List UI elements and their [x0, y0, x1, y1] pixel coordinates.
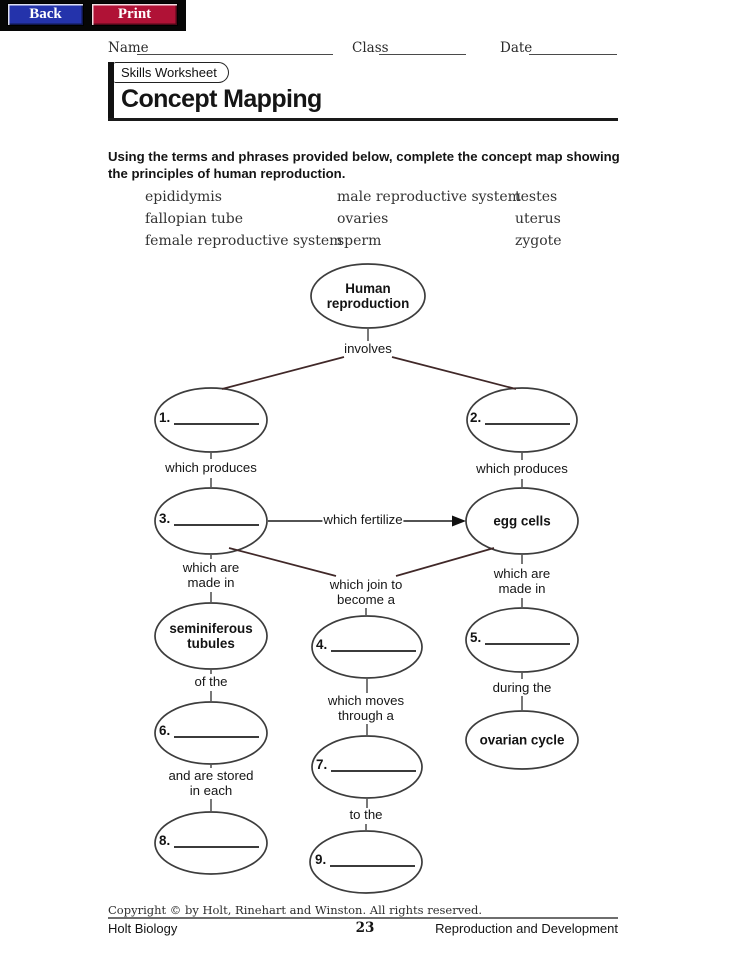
ellipse-blank-2 [466, 387, 578, 453]
blank-line [331, 638, 416, 652]
class-label: Class [352, 40, 389, 56]
concept-map-ellipses [154, 263, 579, 894]
ellipse-blank-9 [309, 830, 423, 894]
blank-node-3: 3. [159, 511, 259, 526]
ellipse-blank-7 [311, 735, 423, 799]
ellipse-blank-8 [154, 811, 268, 875]
blank-node-5: 5. [470, 630, 570, 645]
blank-line [330, 853, 415, 867]
label-of-the: of the [194, 674, 228, 689]
blank-line [174, 834, 259, 848]
name-label: Name [108, 40, 149, 56]
node-egg-cells: egg cells [493, 513, 551, 529]
ellipse-human-reproduction [310, 263, 426, 329]
node-ovarian-cycle: ovarian cycle [479, 732, 565, 748]
blank-node-9: 9. [315, 852, 415, 867]
word-bank-item: fallopian tube [145, 211, 244, 227]
name-blank-line [137, 53, 333, 55]
blank-line [174, 411, 259, 425]
blank-line [331, 758, 416, 772]
worksheet-tag: Skills Worksheet [114, 62, 229, 83]
label-to-the: to the [349, 807, 383, 822]
branch-lines [221, 356, 517, 577]
arrowhead-icon [452, 515, 466, 527]
word-bank-item: zygote [515, 233, 562, 249]
blank-number: 5. [470, 630, 482, 645]
footer-copyright: Copyright © by Holt, Rinehart and Winsto… [108, 903, 483, 917]
blank-line [485, 631, 570, 645]
back-button[interactable]: Back [7, 3, 84, 26]
footer-rule [108, 917, 618, 919]
word-bank-item: female reproductive system [145, 233, 343, 249]
node-seminiferous-tubules: seminiferous tubules [169, 621, 253, 651]
word-bank-item: uterus [515, 211, 561, 227]
page-title: Concept Mapping [121, 85, 322, 113]
blank-number: 3. [159, 511, 171, 526]
blank-line [174, 724, 259, 738]
ellipse-blank-5 [465, 607, 579, 673]
ellipse-blank-3 [154, 487, 268, 555]
label-involves: involves [344, 341, 392, 356]
ellipse-blank-4 [311, 615, 423, 679]
toolbar: Back Print [0, 0, 186, 31]
blank-number: 8. [159, 833, 171, 848]
connector-lines [210, 329, 523, 830]
instructions: Using the terms and phrases provided bel… [108, 149, 620, 181]
footer-chapter-title: Reproduction and Development [435, 921, 618, 936]
word-bank-item: sperm [337, 233, 382, 249]
blank-number: 9. [315, 852, 327, 867]
blank-node-8: 8. [159, 833, 259, 848]
label-which-join-to-become-a: which join to become a [329, 577, 403, 607]
label-which-produces-right: which produces [476, 461, 568, 476]
blank-line [485, 411, 570, 425]
title-rule [108, 118, 618, 121]
label-which-are-made-in-right: which are made in [493, 566, 551, 596]
ellipse-blank-1 [154, 387, 268, 453]
label-which-fertilize: which fertilize [322, 512, 404, 528]
print-button[interactable]: Print [91, 3, 178, 26]
footer-book-title: Holt Biology [108, 921, 178, 936]
blank-line [174, 512, 259, 526]
footer-page-number: 23 [355, 920, 375, 936]
blank-node-4: 4. [316, 637, 416, 652]
ellipse-ovarian-cycle [465, 710, 579, 770]
blank-number: 1. [159, 410, 171, 425]
blank-node-7: 7. [316, 757, 416, 772]
blank-number: 6. [159, 723, 171, 738]
label-which-are-made-in-left: which are made in [182, 560, 240, 590]
blank-node-1: 1. [159, 410, 259, 425]
label-and-are-stored-in-each: and are stored in each [168, 768, 254, 798]
word-bank-item: ovaries [337, 211, 389, 227]
label-which-moves-through-a: which moves through a [327, 693, 405, 723]
blank-node-6: 6. [159, 723, 259, 738]
blank-number: 7. [316, 757, 328, 772]
blank-node-2: 2. [470, 410, 570, 425]
word-bank-item: male reproductive system [337, 189, 521, 205]
node-human-reproduction: Human reproduction [326, 281, 410, 311]
label-during-the: during the [492, 680, 552, 695]
label-which-produces-left: which produces [165, 460, 257, 475]
ellipse-seminiferous-tubules [154, 602, 268, 670]
ellipse-blank-6 [154, 701, 268, 765]
title-left-bar [108, 62, 114, 119]
class-blank-line [379, 53, 466, 55]
word-bank-item: testes [515, 189, 558, 205]
date-blank-line [529, 53, 617, 55]
blank-number: 4. [316, 637, 328, 652]
word-bank-item: epididymis [145, 189, 222, 205]
blank-number: 2. [470, 410, 482, 425]
date-label: Date [500, 40, 533, 56]
